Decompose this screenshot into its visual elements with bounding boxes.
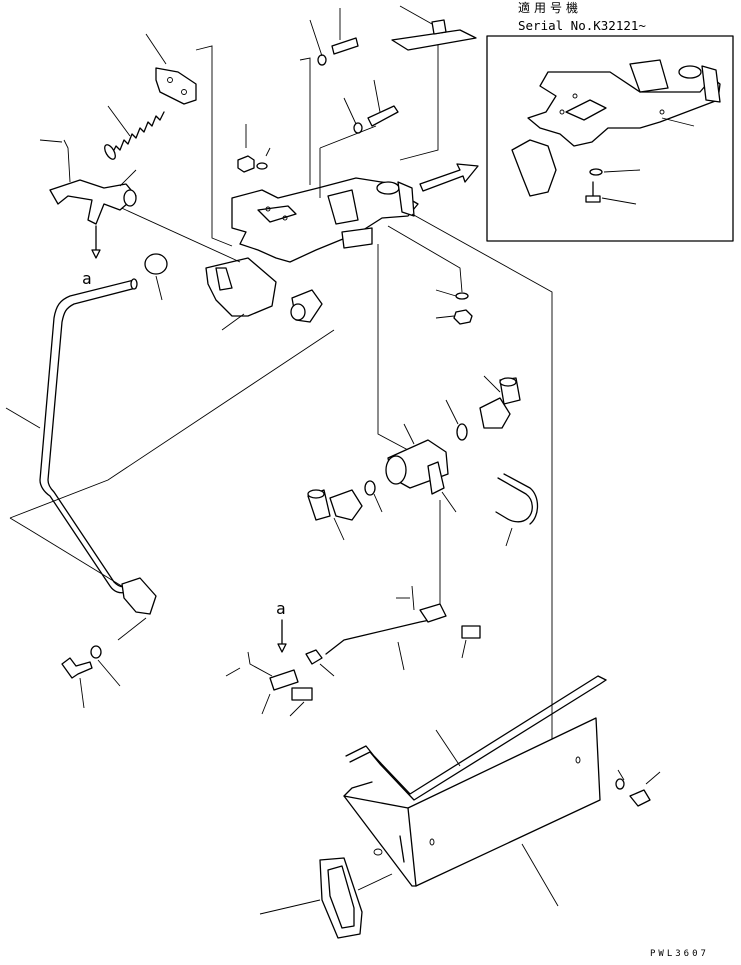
lever-knob — [144, 253, 168, 301]
bottom-cover — [343, 717, 601, 907]
u-bolt — [495, 473, 539, 547]
block-bottom — [225, 619, 313, 717]
clevis-pin — [461, 625, 481, 659]
small-plate-bracket — [145, 33, 197, 105]
hex-nut-top — [237, 124, 255, 173]
washer-right — [435, 289, 469, 300]
drawing-code: PWL3607 — [650, 949, 709, 959]
rod-frame-bottom — [345, 675, 607, 801]
o-ring-left — [364, 480, 383, 513]
main-bracket — [205, 177, 419, 317]
valve-body — [385, 423, 457, 513]
elbow-fitting-left — [307, 489, 363, 541]
bolt-mid — [343, 79, 399, 134]
bolt-and-washer-right — [615, 769, 661, 807]
assembly-guide-lines — [9, 40, 553, 746]
elbow-fitting-right — [479, 375, 521, 429]
nut-small — [305, 649, 335, 677]
lever — [39, 139, 137, 259]
long-control-rod — [5, 278, 157, 641]
inset-variant-frame — [486, 35, 734, 242]
spring — [104, 105, 165, 160]
washer-top — [256, 147, 271, 170]
o-ring-right — [445, 399, 468, 441]
small-rod-link — [325, 585, 447, 671]
inset-reference-arrow — [419, 163, 479, 192]
plate-stay-top — [391, 5, 477, 51]
view-a-callout-top: a — [82, 269, 92, 288]
serial-number-label: Serial No.K32121~ — [518, 18, 646, 33]
applicability-heading: 適用号機 — [518, 0, 582, 15]
view-a-callout-bottom: a — [276, 599, 286, 618]
collar — [221, 289, 323, 331]
hex-nut-right — [435, 309, 473, 325]
boot-seal — [259, 857, 393, 939]
bolt-and-washer-left — [61, 645, 121, 709]
bolt-top-center — [309, 8, 359, 66]
